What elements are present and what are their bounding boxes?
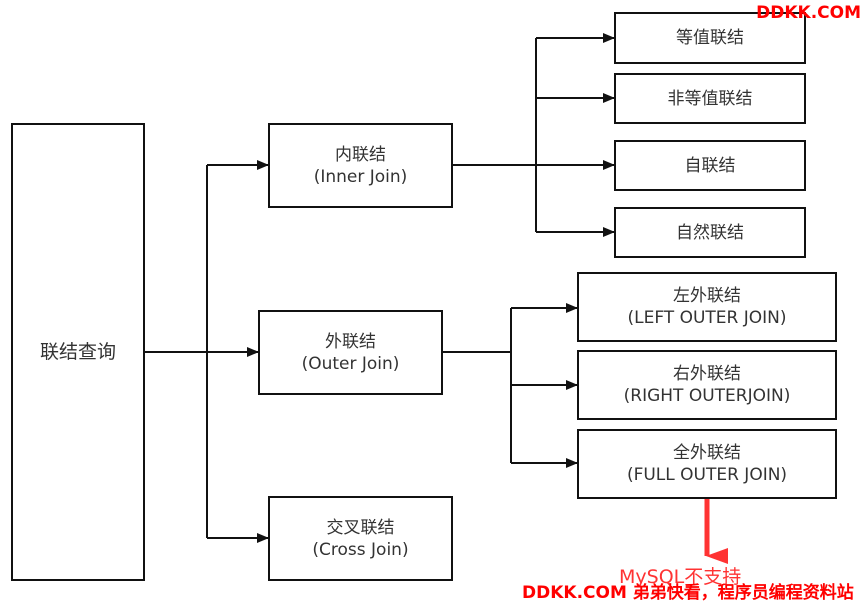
root-label: 联结查询 bbox=[39, 341, 116, 363]
full-title: 全外联结 bbox=[673, 443, 741, 463]
cross-title: 交叉联结 bbox=[326, 517, 395, 538]
left-subtitle: (LEFT OUTER JOIN) bbox=[627, 308, 787, 328]
outer-title: 外联结 bbox=[325, 331, 376, 352]
equi-label: 等值联结 bbox=[676, 28, 744, 48]
node-self-join: 自联结 bbox=[614, 140, 806, 191]
node-left-outer-join: 左外联结 (LEFT OUTER JOIN) bbox=[577, 272, 837, 342]
node-cross-join: 交叉联结 (Cross Join) bbox=[268, 496, 453, 581]
node-inner-join: 内联结 (Inner Join) bbox=[268, 123, 453, 208]
right-subtitle: (RIGHT OUTERJOIN) bbox=[623, 386, 791, 406]
node-non-equi-join: 非等值联结 bbox=[614, 73, 806, 124]
non-equi-label: 非等值联结 bbox=[667, 88, 753, 109]
watermark-bottom: DDKK.COM 弟弟快看，程序员编程资料站 bbox=[522, 583, 854, 603]
mysql-unsupported-note: MySQL不支持 bbox=[619, 566, 742, 588]
cross-subtitle: (Cross Join) bbox=[312, 539, 409, 560]
node-equi-join: 等值联结 bbox=[614, 12, 806, 64]
left-title: 左外联结 bbox=[673, 286, 741, 306]
node-right-outer-join: 右外联结 (RIGHT OUTERJOIN) bbox=[577, 350, 837, 420]
natural-label: 自然联结 bbox=[676, 222, 744, 243]
root-node-join-query: 联结查询 bbox=[11, 123, 145, 581]
self-label: 自联结 bbox=[684, 155, 736, 176]
right-title: 右外联结 bbox=[673, 364, 741, 384]
node-full-outer-join: 全外联结 (FULL OUTER JOIN) bbox=[577, 429, 837, 499]
full-subtitle: (FULL OUTER JOIN) bbox=[626, 465, 788, 485]
inner-subtitle: (Inner Join) bbox=[313, 166, 408, 187]
node-outer-join: 外联结 (Outer Join) bbox=[258, 310, 443, 395]
node-natural-join: 自然联结 bbox=[614, 207, 806, 258]
outer-subtitle: (Outer Join) bbox=[301, 353, 400, 374]
watermark-top: DDKK.COM bbox=[756, 3, 861, 23]
inner-title: 内联结 bbox=[335, 144, 386, 165]
